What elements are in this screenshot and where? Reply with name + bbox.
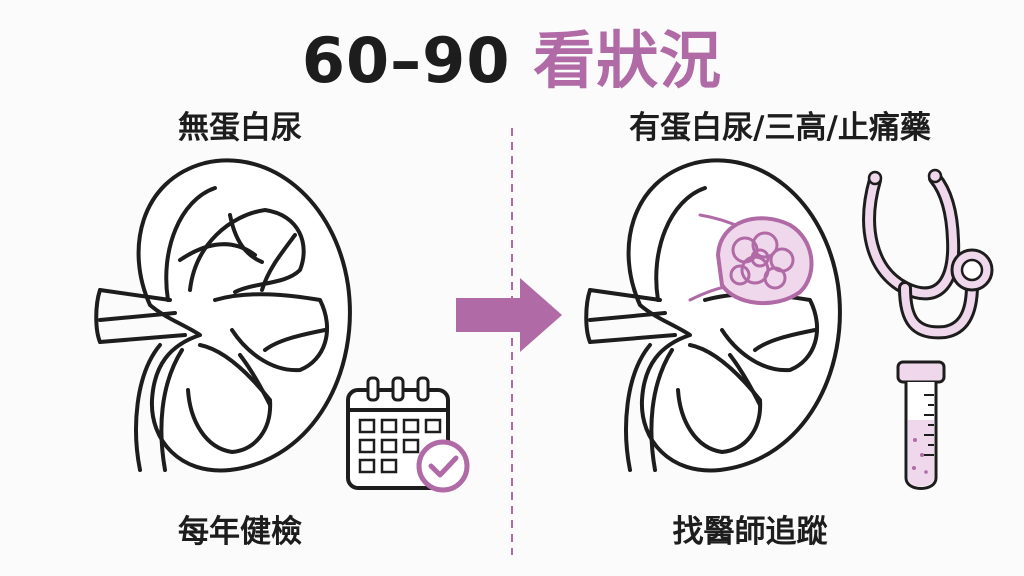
stethoscope-icon [862,168,994,340]
title-range: 60–90 [301,24,511,97]
right-action-label: 找醫師追蹤 [672,514,828,550]
arrow-right-icon [456,278,562,352]
test-tube-icon [896,360,946,490]
kidney-damaged-icon [584,158,842,473]
calendar-check-icon [346,376,470,493]
glomerulus-icon [715,216,814,306]
right-condition-label: 有蛋白尿/三高/止痛藥 [629,110,931,146]
left-condition-label: 無蛋白尿 [178,110,302,146]
title-label: 看狀況 [533,24,723,97]
kidney-icon [94,158,352,473]
left-action-label: 每年健檢 [178,514,302,550]
page-title: 60–90 看狀況 [0,10,1024,100]
